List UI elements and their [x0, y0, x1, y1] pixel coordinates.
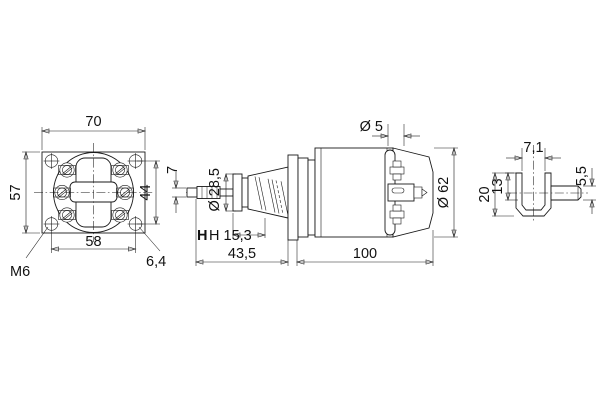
front-mounting-holes: [43, 153, 144, 232]
note-m6: M6: [10, 226, 49, 280]
dim-dia62: Ø 62: [434, 146, 458, 239]
terminal-small-top: [389, 160, 405, 181]
dim-h153: H H 15,3: [197, 213, 267, 244]
dim-20: 20: [477, 171, 514, 218]
terminal-screw: [58, 207, 76, 223]
dim-dia62-label: Ø 62: [436, 177, 452, 208]
mounting-hole: [43, 216, 60, 232]
dim-dia285-label: Ø 28,5: [207, 168, 223, 212]
front-view: 70 57 44 58: [8, 114, 166, 280]
note-64: 6,4: [138, 226, 166, 270]
dim-435-label: 43,5: [228, 246, 256, 262]
dim-70-label: 70: [85, 114, 101, 130]
dim-dia5-label: Ø 5: [360, 119, 383, 135]
end-terminals: [387, 160, 428, 225]
mounting-collar: [287, 154, 316, 241]
push-rod: [186, 186, 234, 199]
note-64-label: 6,4: [146, 254, 166, 270]
dim-44: 44: [137, 159, 160, 226]
mounting-hole: [43, 153, 60, 169]
terminal-screw: [58, 162, 76, 178]
dim-13-label: 13: [490, 178, 506, 194]
dim-h-prefix: H: [197, 228, 207, 244]
dim-7: 7: [165, 166, 186, 213]
bellows-boot: [247, 166, 289, 219]
dim-h153-label: H 15,3: [209, 228, 252, 244]
dim-dia5: Ø 5: [360, 119, 420, 146]
dim-58: 58: [50, 232, 137, 253]
note-m6-label: M6: [10, 264, 30, 280]
terminal-screw: [111, 207, 129, 223]
terminal-small-bottom: [389, 204, 405, 225]
dim-55-label: 5,5: [574, 166, 590, 186]
dim-435: 43,5: [194, 199, 290, 266]
dim-57-label: 57: [8, 184, 24, 200]
rod-flange-disc: [232, 173, 249, 212]
dim-100-label: 100: [353, 246, 377, 262]
dim-20-label: 20: [477, 186, 493, 202]
side-view: 7 Ø 28,5 H H 15,3 43,5: [165, 119, 458, 266]
dim-71-label: 7,1: [523, 140, 543, 156]
dim-55: 5,5: [574, 166, 596, 214]
terminal-main-center: [387, 183, 428, 202]
dim-7-label: 7: [165, 166, 181, 174]
dim-44-label: 44: [138, 184, 154, 200]
detail-view: 7,1 5,5 13 20: [477, 140, 596, 222]
dim-13: 13: [490, 171, 518, 202]
dim-dia285: Ø 28,5: [207, 168, 236, 213]
dim-57: 57: [8, 150, 40, 235]
dim-70: 70: [40, 114, 147, 150]
dim-58-label: 58: [85, 234, 101, 250]
mounting-hole: [127, 216, 144, 232]
fork-body: [515, 172, 552, 217]
dim-71: 7,1: [506, 140, 561, 171]
terminal-screw: [111, 162, 129, 178]
solenoid-body: [314, 147, 394, 238]
dim-100: 100: [295, 230, 435, 266]
